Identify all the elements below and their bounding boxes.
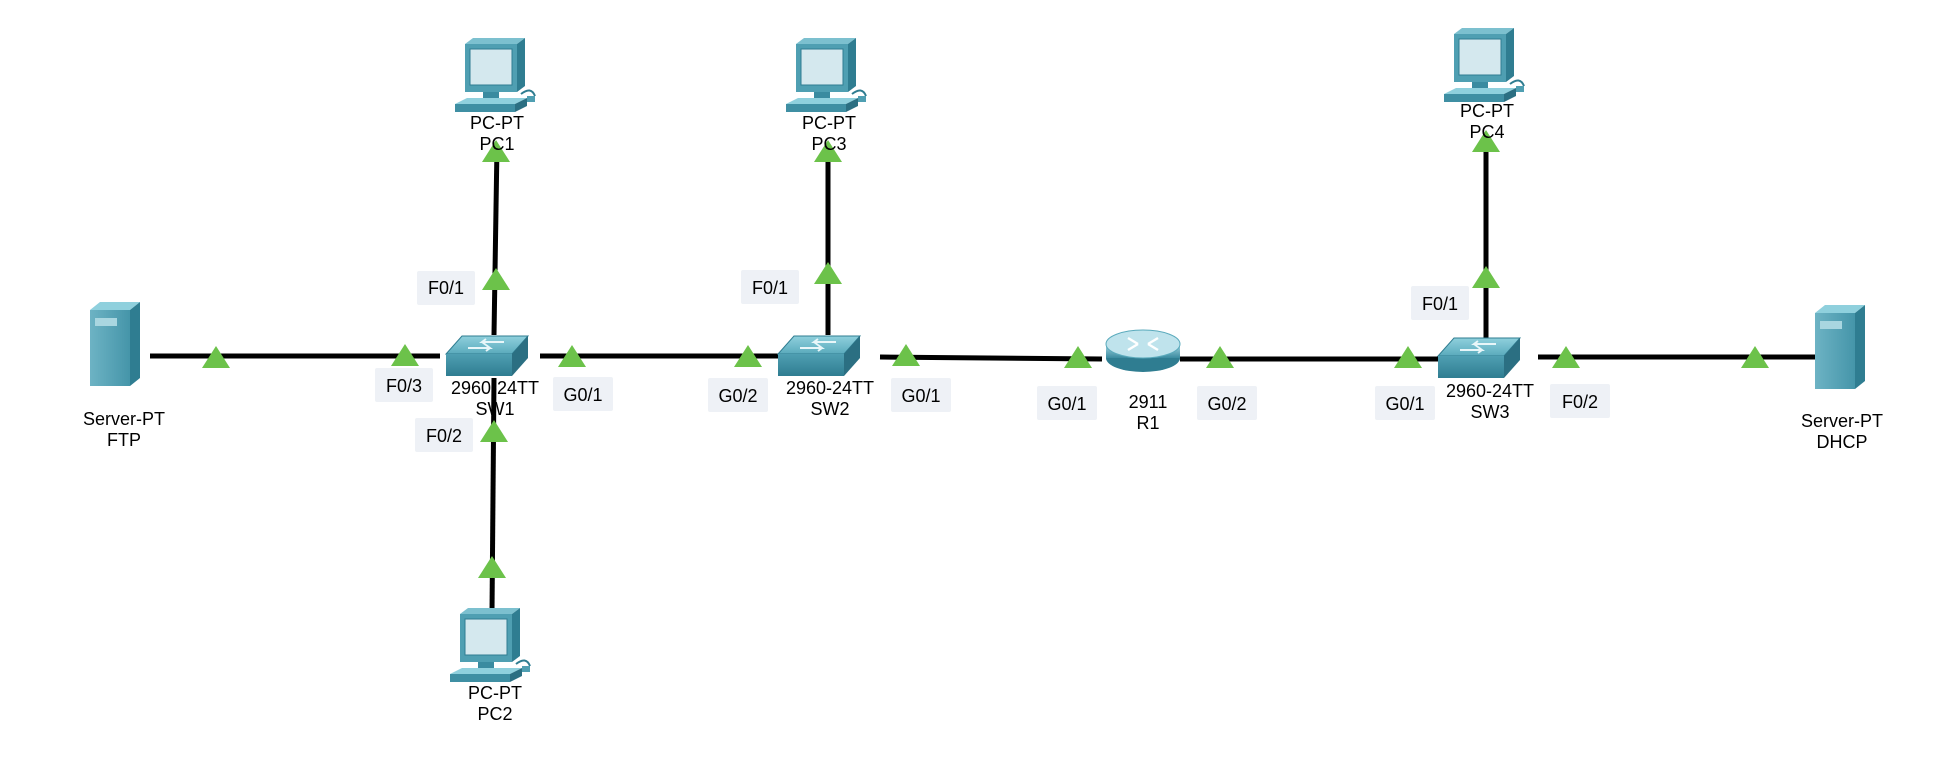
device-dhcp-server[interactable]: Server-PT DHCP [1801,305,1883,452]
device-model-label: PC-PT [468,683,522,703]
link-up-indicator [482,140,510,162]
switch-icon [445,335,529,377]
link-up-indicator [391,344,419,366]
pc-icon [785,37,867,113]
svg-text:G0/1: G0/1 [563,385,602,405]
device-model-label: Server-PT [1801,411,1883,431]
device-name-label: SW2 [810,399,849,419]
link-up-indicator [734,345,762,367]
pc-icon [1443,27,1525,103]
device-sw1-switch[interactable]: 2960-24TT SW1 [445,335,539,419]
svg-text:F0/2: F0/2 [1562,392,1598,412]
pc-icon [449,607,531,683]
link-up-indicator [480,420,508,442]
device-name-label: SW3 [1470,402,1509,422]
link-sw2-r1 [879,354,1103,362]
device-model-label: 2960-24TT [451,378,539,398]
device-name-label: PC3 [811,134,846,154]
device-model-label: 2960-24TT [1446,381,1534,401]
svg-text:F0/1: F0/1 [1422,294,1458,314]
switch-icon [1437,337,1521,379]
device-ftp-server[interactable]: Server-PT FTP [83,302,165,450]
svg-text:F0/2: F0/2 [426,426,462,446]
svg-text:G0/2: G0/2 [1207,394,1246,414]
device-name-label: R1 [1136,413,1159,433]
device-sw3-switch[interactable]: 2960-24TT SW3 [1437,337,1534,422]
link-up-indicator [482,268,510,290]
device-model-label: 2960-24TT [786,378,874,398]
link-up-indicator [1472,266,1500,288]
device-name-label: FTP [107,430,141,450]
device-name-label: SW1 [475,399,514,419]
link-status-indicators [202,130,1769,578]
link-up-indicator [814,140,842,162]
port-label-sw1-f03: F0/3 [375,368,433,402]
port-label-sw2-f01: F0/1 [741,270,799,304]
device-name-label: PC1 [479,134,514,154]
switch-icon [777,335,861,377]
port-label-r1-g02: G0/2 [1197,386,1257,420]
link-pc1-sw1 [491,145,500,336]
port-label-sw3-f01: F0/1 [1411,286,1469,320]
device-model-label: PC-PT [802,113,856,133]
server-icon [1815,305,1865,389]
device-name-label: PC2 [477,704,512,724]
svg-text:F0/1: F0/1 [752,278,788,298]
port-labels: F0/1 F0/3 F0/2 G0/1 F0/1 G0/2 G0/1 G0/1 [375,270,1610,452]
port-label-r1-g01: G0/1 [1037,386,1097,420]
link-up-indicator [558,345,586,367]
device-pc4[interactable]: PC-PT PC4 [1443,27,1525,142]
svg-text:F0/1: F0/1 [428,278,464,298]
link-up-indicator [202,346,230,368]
pc-icon [454,37,536,113]
server-icon [90,302,140,386]
svg-text:G0/1: G0/1 [1385,394,1424,414]
device-model-label: PC-PT [470,113,524,133]
port-label-sw1-g01: G0/1 [553,377,613,411]
svg-text:G0/1: G0/1 [1047,394,1086,414]
link-up-indicator [1552,346,1580,368]
link-up-indicator [892,344,920,366]
router-icon [1104,328,1182,374]
port-label-sw3-f02: F0/2 [1550,384,1610,418]
device-sw2-switch[interactable]: 2960-24TT SW2 [777,335,874,419]
port-label-sw3-g01: G0/1 [1375,386,1435,420]
device-model-label: 2911 [1129,392,1168,412]
link-up-indicator [1064,346,1092,368]
port-label-sw1-f02: F0/2 [415,418,473,452]
svg-text:G0/2: G0/2 [718,386,757,406]
device-name-label: PC4 [1469,122,1504,142]
device-model-label: PC-PT [1460,101,1514,121]
link-up-indicator [1394,346,1422,368]
port-label-sw1-f01: F0/1 [417,271,475,305]
link-up-indicator [1472,130,1500,152]
link-up-indicator [814,262,842,284]
svg-text:F0/3: F0/3 [386,376,422,396]
link-up-indicator [478,556,506,578]
svg-text:G0/1: G0/1 [901,386,940,406]
link-up-indicator [1741,346,1769,368]
device-r1-router[interactable]: 2911 R1 [1104,328,1182,433]
port-label-sw2-g01: G0/1 [891,378,951,412]
device-pc3[interactable]: PC-PT PC3 [785,37,867,154]
device-pc2[interactable]: PC-PT PC2 [449,607,531,724]
link-up-indicator [1206,346,1234,368]
device-model-label: Server-PT [83,409,165,429]
port-label-sw2-g02: G0/2 [708,378,768,412]
device-name-label: DHCP [1816,432,1867,452]
device-pc1[interactable]: PC-PT PC1 [454,37,536,154]
